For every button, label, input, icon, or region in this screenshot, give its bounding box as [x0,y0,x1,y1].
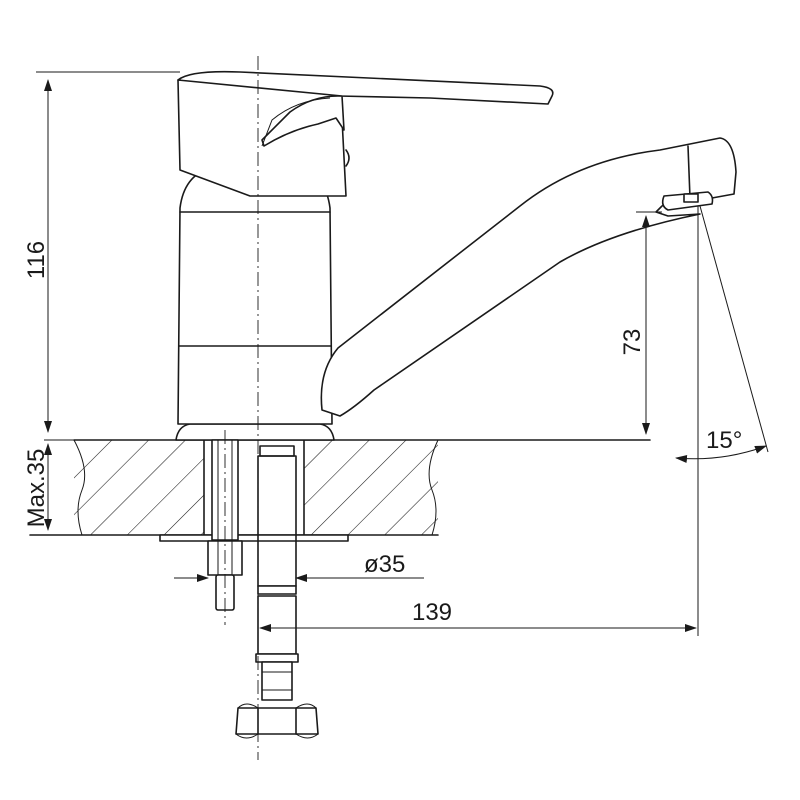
dimension-label-dia-35: ø35 [364,551,405,578]
dimension-label-73: 73 [619,329,646,356]
faucet-handle [177,70,554,197]
dimension-label-116: 116 [23,241,50,279]
dimension-counter-thickness [44,439,74,531]
faucet-spout [320,137,737,417]
dimension-label-15-deg: 15° [706,427,742,454]
countertop-section [29,438,651,542]
mounting-stud [207,439,243,611]
dimension-spout-angle [675,205,769,636]
center-lines [224,56,259,760]
dimension-label-max-35: Max.35 [23,449,50,528]
dimension-label-139: 139 [412,599,452,626]
faucet-body [175,167,335,441]
dimension-overall-height [36,71,180,433]
dimension-spout-height [636,211,662,435]
